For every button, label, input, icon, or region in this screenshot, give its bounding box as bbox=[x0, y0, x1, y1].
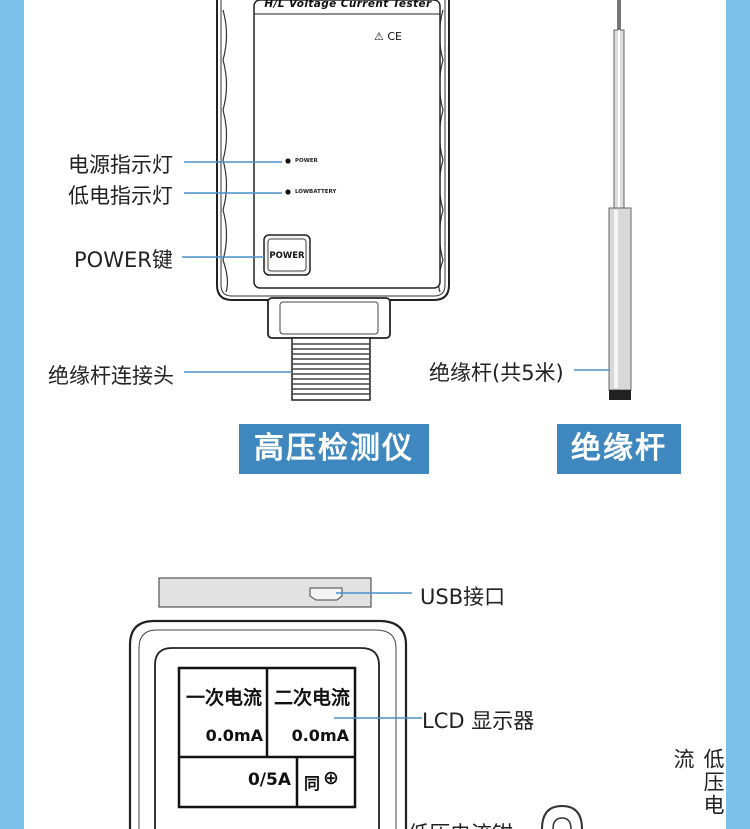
insulating-rod bbox=[608, 0, 632, 400]
callout-low-voltage-clamp-vertical: 低压电流 bbox=[671, 748, 725, 817]
power-led-label: POWER bbox=[295, 158, 318, 164]
handheld-meter bbox=[128, 619, 422, 829]
callout-power-key: POWER键 bbox=[74, 248, 173, 272]
lcd-sync-icon: ⊕ bbox=[323, 767, 339, 789]
tester-body bbox=[216, 0, 450, 301]
callout-rod-connector: 绝缘杆连接头 bbox=[48, 364, 174, 388]
lcd-secondary-value: 0.0mA bbox=[291, 726, 349, 745]
callout-low-battery-indicator: 低电指示灯 bbox=[68, 184, 173, 208]
callout-power-indicator: 电源指示灯 bbox=[68, 153, 173, 177]
cert-marks: ⚠ CE bbox=[374, 30, 402, 43]
usb-port-strip bbox=[158, 577, 412, 608]
current-clamp-partial bbox=[541, 804, 583, 829]
diagram-panel: H/L Voltage Current Tester ⚠ CE POWER LO… bbox=[24, 0, 726, 829]
banner-tester: 高压检测仪 bbox=[239, 424, 429, 474]
lcd-sync-label: 同 bbox=[304, 774, 321, 793]
rod-connector bbox=[267, 297, 391, 401]
banner-rod: 绝缘杆 bbox=[557, 424, 681, 474]
lcd-ratio: 0/5A bbox=[247, 770, 291, 790]
power-led bbox=[285, 158, 291, 164]
callout-rod-length: 绝缘杆(共5米) bbox=[429, 361, 564, 385]
callout-lcd-display: LCD 显示器 bbox=[422, 709, 535, 733]
power-button[interactable]: POWER bbox=[269, 251, 305, 261]
lcd-secondary-label: 二次电流 bbox=[273, 687, 350, 709]
lowbattery-led bbox=[285, 189, 291, 195]
tester-header-text: H/L Voltage Current Tester bbox=[264, 0, 432, 10]
device-illustration bbox=[128, 0, 632, 829]
callout-usb-port: USB接口 bbox=[420, 585, 506, 609]
lcd-primary-label: 一次电流 bbox=[185, 687, 262, 709]
callout-low-voltage-clamp-partial: 低压电流钳 bbox=[408, 818, 513, 829]
lowbattery-led-label: LOWBATTERY bbox=[295, 189, 337, 195]
lcd-primary-value: 0.0mA bbox=[205, 726, 263, 745]
